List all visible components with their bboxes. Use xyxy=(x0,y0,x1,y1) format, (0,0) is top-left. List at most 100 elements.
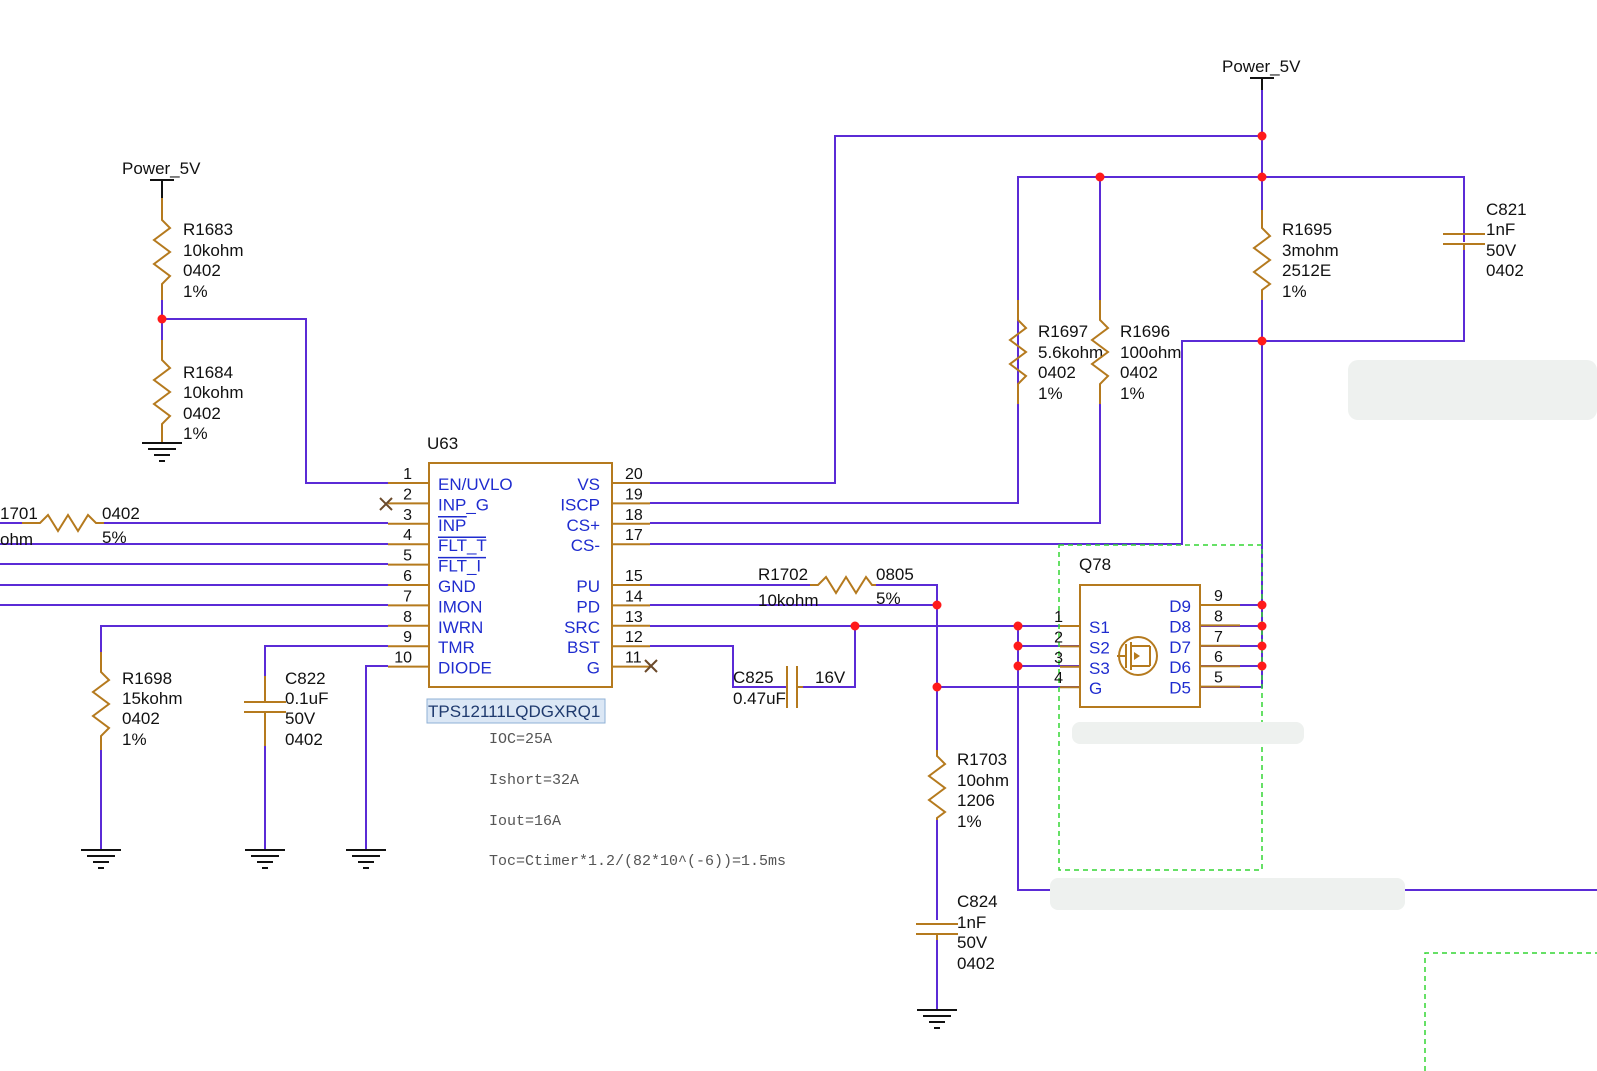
u63-pin-13-name: SRC xyxy=(564,618,600,637)
r1696-tol: 1% xyxy=(1120,384,1145,403)
q78-pin-2-name: S2 xyxy=(1089,638,1110,657)
u63-ref: U63 xyxy=(427,434,458,453)
resistor-r1702: R1702 10kohm 0805 5% xyxy=(758,565,914,610)
c824-volt: 50V xyxy=(957,933,988,952)
r1698-tol: 1% xyxy=(122,730,147,749)
r1701-value: ohm xyxy=(0,530,33,549)
r1701-ref: 1701 xyxy=(0,504,38,523)
u63-pin-9-number: 9 xyxy=(403,629,412,646)
u63-part-box xyxy=(426,698,606,724)
u63-pin-3-name: INP xyxy=(438,516,466,535)
q78-pin-5-name: D5 xyxy=(1169,679,1191,698)
r1697-value: 5.6kohm xyxy=(1038,343,1103,362)
resistor-r1684: R1684 10kohm 0402 1% xyxy=(152,319,243,443)
u63-pin-19-name: ISCP xyxy=(560,495,600,514)
u63-pin-2-number: 2 xyxy=(403,486,412,503)
u63-pin-8-number: 8 xyxy=(403,609,412,626)
nc-pin-2 xyxy=(379,497,393,511)
c822-pkg: 0402 xyxy=(285,730,323,749)
r1695-pkg: 2512E xyxy=(1282,261,1331,280)
u63-pin-10-name: DIODE xyxy=(438,659,492,678)
ground-c824 xyxy=(917,1009,957,1029)
ground-r1684 xyxy=(142,442,182,462)
u63-right-pins: 20VS19ISCP18CS+17CS-15PU14PD13SRC12BST11… xyxy=(560,466,650,678)
resistor-r1703: R1703 10ohm 1206 1% xyxy=(927,750,1009,831)
redacted-area-2 xyxy=(1072,722,1304,744)
c824-value: 1nF xyxy=(957,913,986,932)
wire-vs xyxy=(650,135,1262,484)
wire-cs-minus xyxy=(650,340,1262,545)
c822-ref: C822 xyxy=(285,669,326,688)
resistor-r1701: 1701 ohm 0402 5% xyxy=(0,504,140,549)
wires xyxy=(0,82,1597,1010)
u63-pin-2-name: INP_G xyxy=(438,495,489,514)
redacted-area-3 xyxy=(1050,878,1405,910)
ground-diode xyxy=(346,849,386,869)
nc-pin-11 xyxy=(644,659,658,673)
q78-pin-7-number: 7 xyxy=(1214,629,1223,646)
u63-pin-5-number: 5 xyxy=(403,548,412,565)
u63-pin-4-name: FLT_T xyxy=(438,536,487,555)
c824-pkg: 0402 xyxy=(957,954,995,973)
u63-pin-18-name: CS+ xyxy=(566,516,600,535)
r1703-tol: 1% xyxy=(957,812,982,831)
u63-pin-19-number: 19 xyxy=(625,486,643,503)
note-ishort: Ishort=32A xyxy=(489,772,579,789)
r1697-tol: 1% xyxy=(1038,384,1063,403)
r1703-ref: R1703 xyxy=(957,750,1007,769)
q78-pin-5-number: 5 xyxy=(1214,670,1223,687)
r1701-pkg: 0402 xyxy=(102,504,140,523)
u63-pin-12-name: BST xyxy=(567,638,600,657)
note-toc: Toc=Ctimer*1.2/(82*10^(-6))=1.5ms xyxy=(489,853,786,870)
r1702-ref: R1702 xyxy=(758,565,808,584)
u63-pin-8-name: IWRN xyxy=(438,618,483,637)
redacted-area-1 xyxy=(1348,360,1597,420)
u63-pin-11-name: G xyxy=(587,659,600,678)
wire-iwrn xyxy=(100,625,388,652)
r1696-ref: R1696 xyxy=(1120,322,1170,341)
u63-pin-15-name: PU xyxy=(576,577,600,596)
q78-pin-1-number: 1 xyxy=(1054,609,1063,626)
r1697-ref: R1697 xyxy=(1038,322,1088,341)
r1695-ref: R1695 xyxy=(1282,220,1332,239)
q78-pin-8-number: 8 xyxy=(1214,608,1223,625)
ground-r1698 xyxy=(81,849,121,869)
wire-pu-right xyxy=(876,584,938,605)
r1697-pkg: 0402 xyxy=(1038,363,1076,382)
resistor-r1695: R1695 3mohm 2512E 1% xyxy=(1252,210,1339,301)
r1683-value: 10kohm xyxy=(183,241,243,260)
q78-pin-9-name: D9 xyxy=(1169,597,1191,616)
u63-pin-20-number: 20 xyxy=(625,466,643,483)
wire-top-bus xyxy=(1017,176,1465,300)
q78-pin-4-name: G xyxy=(1089,679,1102,698)
c821-volt: 50V xyxy=(1486,241,1517,260)
wire-diode xyxy=(365,665,388,850)
u63-pin-7-name: IMON xyxy=(438,597,482,616)
c825-volt: 16V xyxy=(815,668,846,687)
q78-pin-6-number: 6 xyxy=(1214,649,1223,666)
q78-ref: Q78 xyxy=(1079,555,1111,574)
q78-pin-8-name: D8 xyxy=(1169,617,1191,636)
u63-pin-14-name: PD xyxy=(576,597,600,616)
wire-src-c825 xyxy=(803,626,856,688)
u63-pin-3-number: 3 xyxy=(403,507,412,524)
r1696-pkg: 0402 xyxy=(1120,363,1158,382)
r1684-pkg: 0402 xyxy=(183,404,221,423)
c822-volt: 50V xyxy=(285,709,316,728)
q78-pin-2-number: 2 xyxy=(1054,629,1063,646)
c821-pkg: 0402 xyxy=(1486,261,1524,280)
r1683-pkg: 0402 xyxy=(183,261,221,280)
ground-c822 xyxy=(245,849,285,869)
wire-bst xyxy=(650,645,787,688)
r1683-ref: R1683 xyxy=(183,220,233,239)
wire-tmr xyxy=(264,645,388,676)
q78-pin-7-name: D7 xyxy=(1169,638,1191,657)
c821-ref: C821 xyxy=(1486,200,1527,219)
ic-u63: U63 1EN/UVLO2INP_G3INP4FLT_T5FLT_I6GND7I… xyxy=(379,434,658,724)
q78-pin-4-number: 4 xyxy=(1054,670,1063,687)
u63-pin-13-number: 13 xyxy=(625,609,643,626)
c821-value: 1nF xyxy=(1486,220,1515,239)
